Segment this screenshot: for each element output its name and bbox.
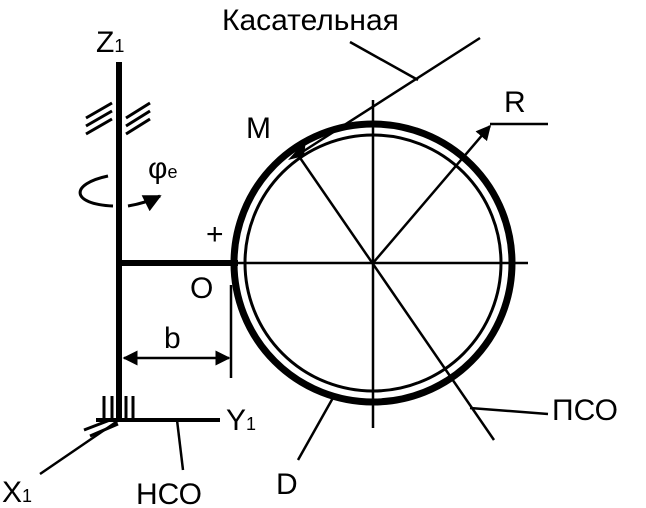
radius-arrow (372, 124, 491, 264)
pso-label: ПСО (552, 394, 618, 427)
rotation-arrow (78, 174, 114, 208)
phi-label: φe (148, 152, 177, 185)
plus-label: + (206, 218, 224, 251)
z-axis-label: Z1 (96, 26, 124, 59)
base-hatching (83, 396, 135, 438)
rotation-arrow-head (127, 194, 162, 212)
d-leader (296, 395, 336, 461)
diameter-d-label: D (276, 468, 298, 501)
origin-label: O (190, 272, 213, 305)
point-m-marker (288, 140, 306, 160)
diameter-line (294, 151, 496, 441)
radius-label: R (504, 86, 526, 119)
point-m-label: M (246, 112, 271, 145)
x-axis-label: X1 (2, 476, 32, 508)
z-axis-hatching (85, 101, 151, 136)
nso-leader (175, 419, 185, 471)
pso-leader (469, 406, 549, 416)
nso-label: НСО (136, 478, 202, 508)
x-axis-line (39, 418, 120, 476)
tangent-line (295, 36, 481, 158)
distance-b-label: b (164, 322, 181, 355)
tangent-leader (349, 40, 419, 82)
y-axis-label: Y1 (226, 404, 256, 437)
tangent-label: Касательная (222, 4, 399, 37)
